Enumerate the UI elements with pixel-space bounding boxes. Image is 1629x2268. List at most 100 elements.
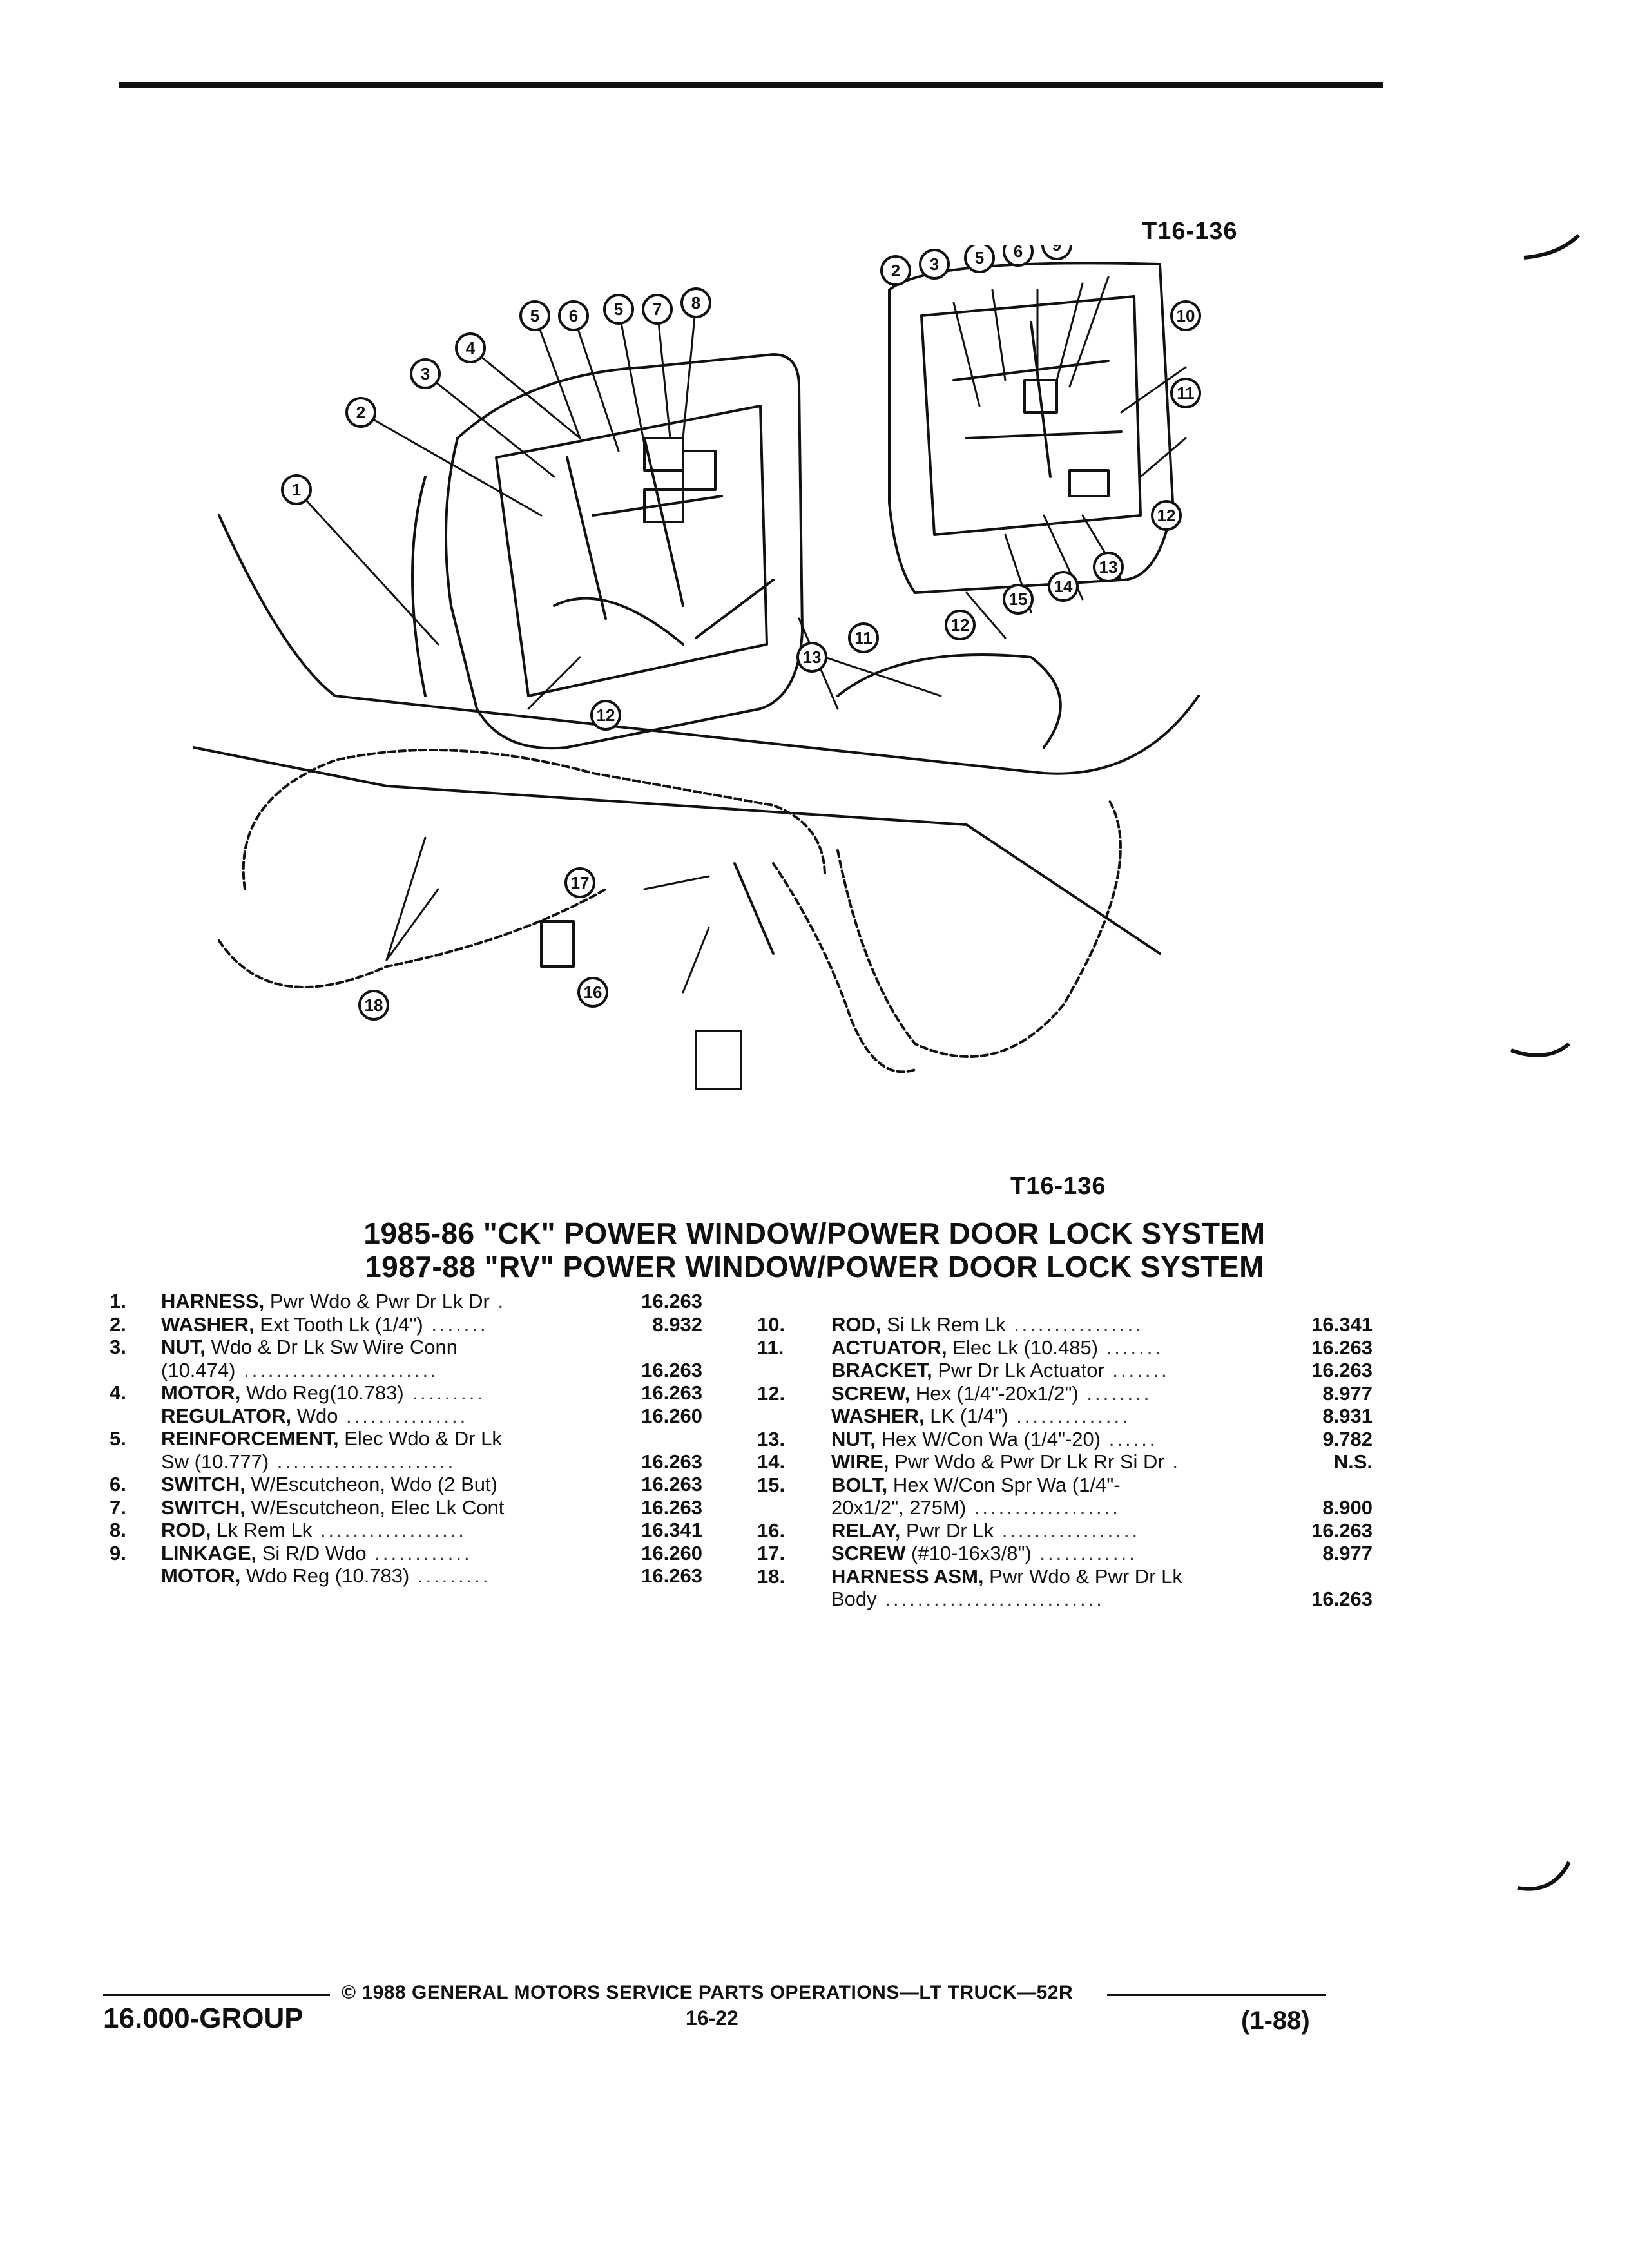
dot-leader: ............... xyxy=(338,1404,468,1427)
part-page-ref: 16.263 xyxy=(1311,1519,1373,1542)
part-number: 6. xyxy=(110,1473,126,1495)
part-description: SCREW (#10-16x3/8") ............ xyxy=(831,1542,1137,1565)
part-description: REINFORCEMENT, Elec Wdo & Dr Lk xyxy=(161,1427,502,1450)
svg-text:18: 18 xyxy=(365,995,383,1015)
part-page-ref: 8.977 xyxy=(1322,1381,1373,1405)
part-number: 4. xyxy=(110,1381,126,1404)
dot-leader: ................ xyxy=(1005,1313,1144,1336)
svg-text:2: 2 xyxy=(356,403,365,422)
svg-text:10: 10 xyxy=(1177,306,1195,325)
part-description: BRACKET, Pwr Dr Lk Actuator ....... xyxy=(831,1359,1170,1382)
footer-copyright: © 1988 GENERAL MOTORS SERVICE PARTS OPER… xyxy=(342,1982,1074,2003)
part-description: SWITCH, W/Escutcheon, Elec Lk Cont xyxy=(161,1496,504,1519)
part-name: BOLT, xyxy=(831,1473,888,1496)
part-page-ref: N.S. xyxy=(1333,1450,1373,1473)
part-name: SWITCH, xyxy=(161,1495,246,1519)
footer-page-number: 16-22 xyxy=(686,2006,738,2030)
part-description: ROD, Si Lk Rem Lk ................ xyxy=(831,1313,1144,1336)
part-number: 16. xyxy=(757,1519,786,1542)
body-outline xyxy=(218,514,1200,775)
part-number: 13. xyxy=(757,1427,786,1450)
part-description: MOTOR, Wdo Reg(10.783) ......... xyxy=(161,1381,485,1405)
part-page-ref: 8.977 xyxy=(1322,1542,1373,1564)
part-detail: Ext Tooth Lk (1/4") xyxy=(254,1312,423,1336)
part-description: BOLT, Hex W/Con Spr Wa (1/4"- xyxy=(831,1474,1121,1497)
part-detail: Pwr Wdo & Pwr Dr Lk xyxy=(983,1564,1182,1588)
dot-leader: ............ xyxy=(366,1541,472,1564)
part-name: WASHER, xyxy=(161,1312,255,1336)
part-description: HARNESS, Pwr Wdo & Pwr Dr Lk Dr . xyxy=(161,1290,506,1313)
part-number: 10. xyxy=(757,1313,786,1336)
part-page-ref: 16.263 xyxy=(641,1358,702,1381)
svg-text:8: 8 xyxy=(691,293,700,312)
part-description: REGULATOR, Wdo ............... xyxy=(161,1405,468,1428)
part-detail: Wdo Reg (10.783) xyxy=(240,1564,410,1587)
dot-leader: .................. xyxy=(312,1519,467,1541)
part-number: 2. xyxy=(110,1312,126,1336)
footer-group: 16.000-GROUP xyxy=(103,2003,304,2034)
part-description: ROD, Lk Rem Lk .................. xyxy=(161,1519,467,1542)
parts-list-right: 10. ROD, Si Lk Rem Lk ................ 16.… xyxy=(757,1313,1373,1622)
part-detail: Hex (1/4"-20x1/2") xyxy=(910,1381,1079,1405)
part-detail: Pwr Wdo & Pwr Dr Lk Rr Si Dr xyxy=(889,1450,1164,1473)
svg-text:5: 5 xyxy=(975,248,984,267)
part-number: 12. xyxy=(757,1381,786,1405)
dot-leader: ......... xyxy=(409,1564,491,1587)
part-name: HARNESS ASM, xyxy=(831,1564,984,1588)
dot-leader: ........................ xyxy=(235,1358,439,1381)
part-name: SCREW xyxy=(831,1542,906,1564)
part-number: 18. xyxy=(757,1564,786,1588)
harness-left xyxy=(242,749,826,890)
part-detail: Pwr Wdo & Pwr Dr Lk Dr xyxy=(264,1290,490,1312)
part-page-ref: 16.260 xyxy=(641,1541,702,1564)
dot-leader: ......... xyxy=(403,1381,485,1404)
svg-text:16: 16 xyxy=(584,983,602,1002)
part-page-ref: 16.263 xyxy=(641,1495,702,1519)
footer-rule-right xyxy=(1107,1994,1326,1996)
part-description: HARNESS ASM, Pwr Wdo & Pwr Dr Lk xyxy=(831,1565,1182,1588)
dot-leader: ....... xyxy=(1098,1336,1163,1359)
part-description: WASHER, Ext Tooth Lk (1/4") ....... xyxy=(161,1313,488,1336)
footer-date: (1-88) xyxy=(1241,2006,1310,2035)
figure-code-top: T16-136 xyxy=(1142,218,1238,245)
part-page-ref: 16.341 xyxy=(641,1519,702,1541)
part-name: LINKAGE, xyxy=(161,1541,257,1564)
title-line-2: 1987-88 "RV" POWER WINDOW/POWER DOOR LOC… xyxy=(365,1250,1264,1283)
dot-leader: ....... xyxy=(1104,1359,1170,1381)
part-number: 8. xyxy=(110,1519,126,1541)
part-detail: Lk Rem Lk xyxy=(211,1519,313,1541)
part-number: 15. xyxy=(757,1473,786,1496)
dot-leader: ........................... xyxy=(876,1588,1104,1610)
part-number: 11. xyxy=(757,1336,784,1359)
part-number: 9. xyxy=(110,1541,126,1564)
part-detail: Elec Lk (10.485) xyxy=(947,1336,1099,1359)
part-detail: (10.474) xyxy=(161,1358,236,1381)
part-number: 1. xyxy=(110,1290,126,1312)
dot-leader: ............ xyxy=(1031,1542,1137,1564)
margin-mark-1 xyxy=(1523,233,1581,260)
figure-code-bottom: T16-136 xyxy=(1010,1173,1106,1200)
part-description: WASHER, LK (1/4") .............. xyxy=(831,1405,1130,1428)
svg-text:12: 12 xyxy=(1157,506,1176,525)
part-detail: LK (1/4") xyxy=(924,1405,1008,1427)
part-name: ROD, xyxy=(831,1313,882,1336)
part-detail: 20x1/2", 275M) xyxy=(831,1496,967,1519)
part-page-ref: 16.263 xyxy=(641,1564,702,1587)
part-description: RELAY, Pwr Dr Lk ................. xyxy=(831,1519,1140,1542)
dot-leader: ...... xyxy=(1101,1427,1158,1450)
part-detail: Wdo & Dr Lk Sw Wire Conn xyxy=(205,1336,458,1358)
parts-list-left: 1. HARNESS, Pwr Wdo & Pwr Dr Lk Dr . 16.26… xyxy=(110,1290,709,1599)
part-name: NUT, xyxy=(831,1427,876,1450)
svg-text:6: 6 xyxy=(569,306,578,325)
svg-text:3: 3 xyxy=(421,364,430,383)
part-name: ACTUATOR, xyxy=(831,1336,947,1359)
margin-mark-2 xyxy=(1510,1042,1570,1057)
dot-leader: ................. xyxy=(994,1519,1141,1542)
dot-leader: ....... xyxy=(423,1312,488,1336)
part-name: SWITCH, xyxy=(161,1473,246,1495)
part-detail: Si R/D Wdo xyxy=(256,1541,367,1564)
svg-text:1: 1 xyxy=(292,480,301,499)
left-door-outline xyxy=(445,353,804,750)
part-number: 14. xyxy=(757,1450,786,1473)
part-detail: Hex W/Con Wa (1/4"-20) xyxy=(875,1427,1101,1450)
